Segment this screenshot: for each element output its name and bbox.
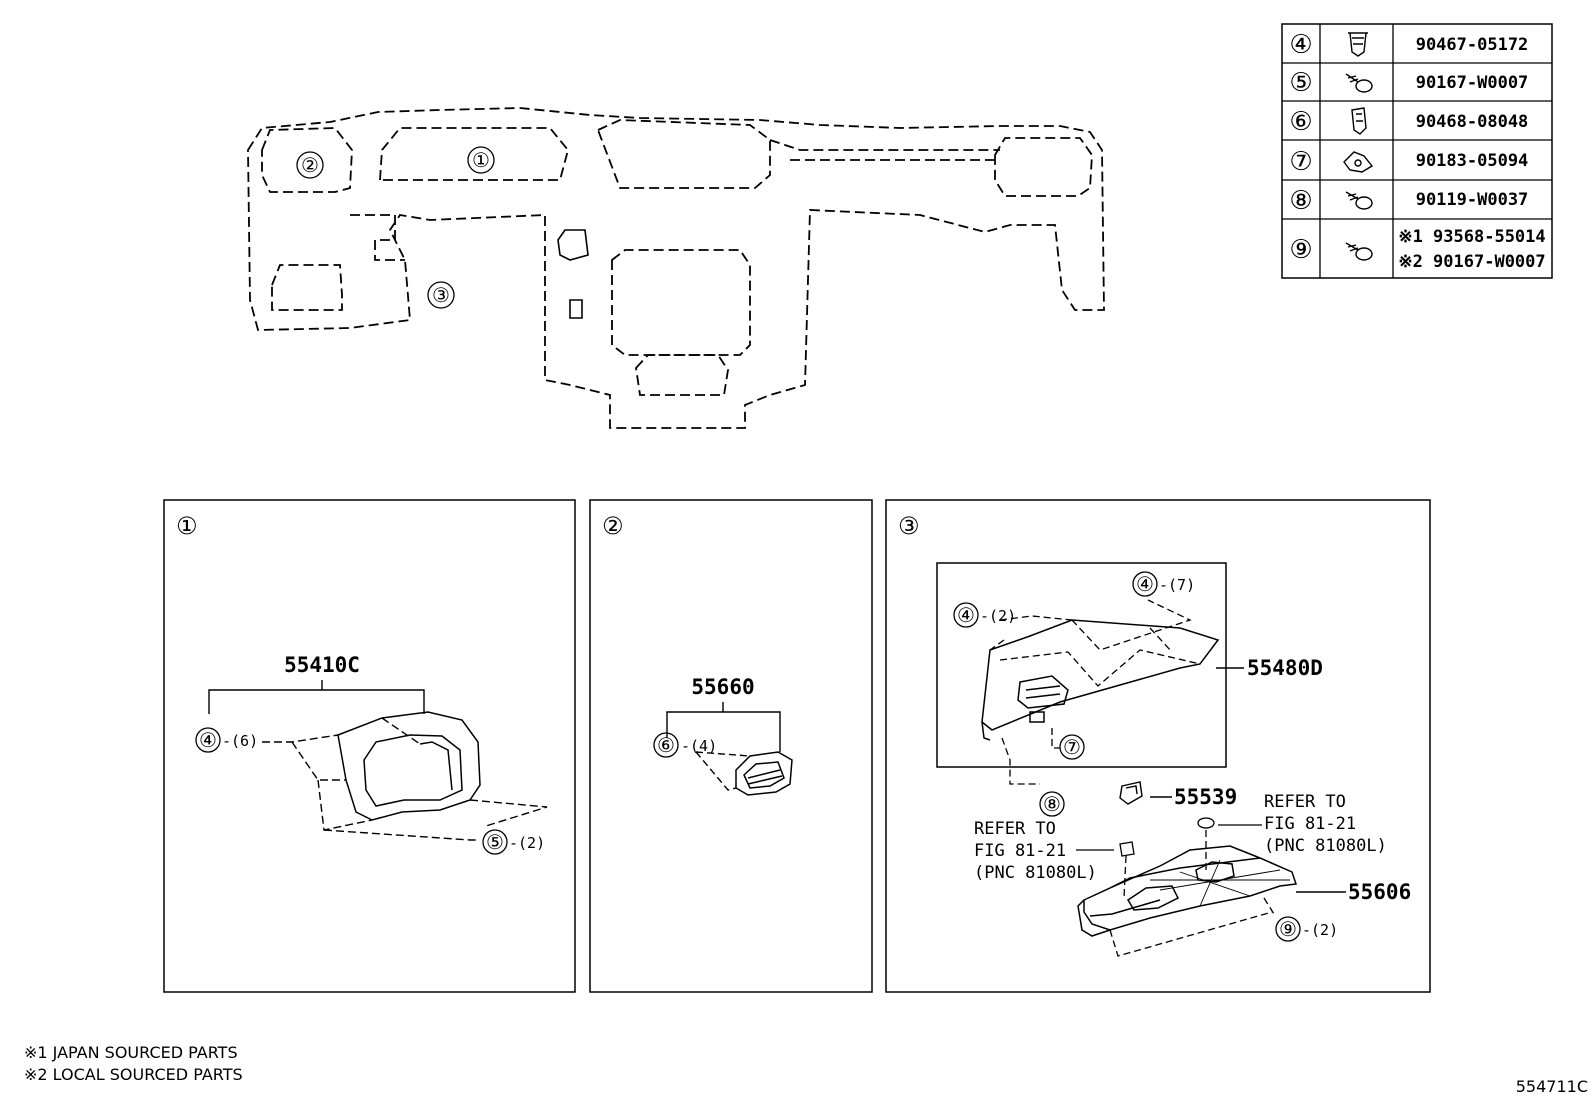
panel-3-callout-8: ⑧ [1043, 792, 1061, 816]
panel-1-callout-5-qty: -(2) [509, 834, 545, 852]
table-ref-4: ④ [1289, 30, 1312, 60]
panel-1-frame [163, 499, 576, 993]
refer-left-line3: (PNC 81080L) [974, 863, 1097, 883]
panel-3-callout-9: ⑨ [1279, 917, 1297, 941]
panel-2-frame [589, 499, 873, 993]
refer-left-line2: FIG 81-21 [974, 841, 1066, 861]
panel-3-callout-7: ⑦ [1063, 735, 1081, 759]
panel-2-title: ② [602, 512, 624, 540]
table-ref-6: ⑥ [1289, 107, 1312, 137]
screw-icon [1345, 73, 1373, 93]
dashboard-overview-solid [557, 229, 589, 319]
overview-label-1: ① [472, 148, 490, 172]
parts-table: ④ ⑤ ⑥ ⑦ ⑧ ⑨ [1281, 23, 1553, 279]
panel-3-title: ③ [898, 512, 920, 540]
panel-3-subframe [936, 562, 1227, 768]
table-part-9b: ※2 90167-W0007 [1398, 252, 1545, 272]
panel-3-callout-4b-qty: -(7) [1159, 576, 1195, 594]
dashboard-overview [247, 107, 1105, 429]
panel-2-callout-6: ⑥ [657, 733, 675, 757]
panel-3-drawing: 55480D ④ -(2) ④ -(7) ⑦ ⑧ [953, 571, 1411, 957]
screw-icon [1345, 242, 1373, 261]
table-part-5: 90167-W0007 [1416, 73, 1529, 93]
table-part-7: 90183-05094 [1416, 151, 1529, 171]
table-part-4: 90467-05172 [1416, 35, 1529, 55]
clip-icon [1351, 107, 1367, 135]
panel-3-callout-4b: ④ [1136, 572, 1154, 596]
panel-3-callout-4a: ④ [957, 603, 975, 627]
footnote-2: ※2 LOCAL SOURCED PARTS [24, 1065, 243, 1084]
overview-label-2: ② [301, 153, 319, 177]
table-part-6: 90468-08048 [1416, 112, 1529, 132]
panel-2-callout-6-qty: -(4) [681, 737, 717, 755]
clip-icon [1348, 32, 1368, 57]
figure-code: 554711C [1516, 1077, 1588, 1096]
table-part-9a: ※1 93568-55014 [1398, 227, 1545, 247]
screw-icon [1345, 191, 1373, 210]
panel-1-callout-5: ⑤ [486, 830, 504, 854]
part-55660: 55660 [691, 675, 754, 699]
refer-right-line3: (PNC 81080L) [1264, 836, 1387, 856]
panel-1-drawing: 55410C ④ -(6) ⑤ -(2) [195, 653, 548, 855]
part-55606: 55606 [1348, 880, 1411, 904]
part-55539: 55539 [1174, 785, 1237, 809]
table-ref-7: ⑦ [1289, 147, 1312, 177]
table-ref-8: ⑧ [1289, 186, 1312, 216]
panel-1-title: ① [176, 512, 198, 540]
refer-left-line1: REFER TO [974, 819, 1056, 839]
table-ref-5: ⑤ [1289, 68, 1312, 98]
panel-3-callout-4a-qty: -(2) [980, 607, 1016, 625]
footnote-1: ※1 JAPAN SOURCED PARTS [24, 1043, 238, 1062]
refer-right-line1: REFER TO [1264, 792, 1346, 812]
table-ref-9: ⑨ [1289, 235, 1312, 265]
panel-1-callout-4: ④ [199, 728, 217, 752]
table-part-8: 90119-W0037 [1416, 190, 1529, 210]
refer-right-line2: FIG 81-21 [1264, 814, 1356, 834]
panel-1-callout-4-qty: -(6) [222, 732, 258, 750]
overview-label-3: ③ [432, 283, 450, 307]
panel-3-frame [885, 499, 1431, 993]
part-55410C: 55410C [284, 653, 360, 677]
panel-2-drawing: 55660 ⑥ -(4) [653, 675, 793, 796]
overview-callouts: ② ① ③ [296, 146, 495, 309]
panel-3-callout-9-qty: -(2) [1302, 921, 1338, 939]
part-55480D: 55480D [1247, 656, 1323, 680]
nut-icon [1343, 151, 1374, 173]
